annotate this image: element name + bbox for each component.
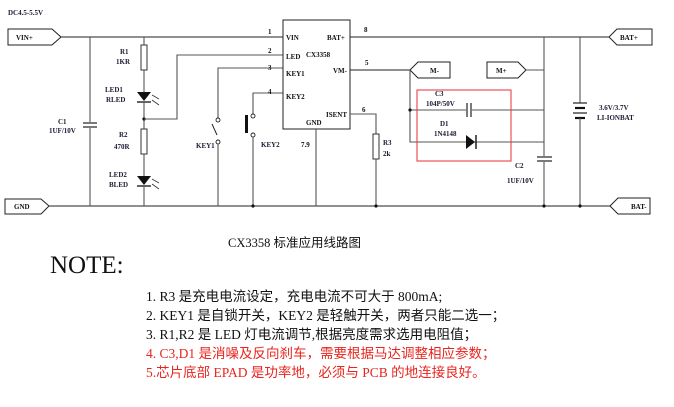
port-m-plus: M+: [486, 61, 527, 79]
capacitor-c3: C3 104P/50V: [426, 90, 472, 117]
key2-ref: KEY2: [261, 141, 280, 149]
highlight-box: [416, 89, 512, 162]
r3-value: 2k: [383, 150, 391, 158]
capacitor-c1: C1 1UF/10V: [49, 37, 97, 206]
pin-2-name: LED: [286, 53, 300, 61]
port-bat-plus-label: BAT+: [620, 34, 638, 42]
led1-value: RLED: [106, 96, 125, 104]
capacitor-c2: C2 1UF/10V: [507, 156, 552, 185]
c1-value: 1UF/10V: [49, 127, 76, 135]
d1-value: 1N4148: [434, 130, 457, 138]
pin-2-number: 2: [268, 47, 272, 55]
key1-ref: KEY1: [196, 142, 215, 150]
resistor-r2: [140, 128, 148, 155]
led1-ref: LED1: [105, 86, 123, 94]
led1-symbol: [137, 92, 151, 101]
pin-5-number: 5: [365, 59, 369, 67]
pin-gnd-number: 7.9: [301, 141, 310, 149]
port-bat-minus-label: BAT-: [631, 203, 647, 211]
resistor-r3: R3 2k: [350, 113, 392, 208]
switch-key1: KEY1: [196, 67, 283, 206]
note-title: NOTE:: [50, 252, 124, 279]
port-vin-label: VIN+: [16, 34, 33, 42]
supply-voltage-label: DC4.5-5.5V: [8, 9, 43, 17]
battery: 3.6V/3.7V LI-IONBAT: [573, 37, 634, 208]
note-line-5: 5.芯片底部 EPAD 是功率地，必须与 PCB 的地连接良好。: [146, 365, 486, 380]
note-line-1: 1. R3 是充电电流设定，充电电流不可大于 800mA;: [146, 289, 443, 304]
switch-key2: KEY2: [245, 92, 283, 208]
c3-ref: C3: [435, 90, 444, 98]
pin-4-number: 4: [268, 88, 272, 96]
pin-8-name: BAT+: [327, 34, 345, 42]
r1-ref: R1: [120, 48, 129, 56]
note-line-2: 2. KEY1 是自锁开关，KEY2 是轻触开关，两者只能二选一；: [146, 308, 506, 323]
note-line-4: 4. C3,D1 是消噪及反向刹车，需要根据马达调整相应参数；: [146, 346, 496, 361]
resistor-r1: [140, 44, 148, 71]
schematic-diagram: DC4.5-5.5V VIN+ GND C1 1UF/10V R1 1KR LE…: [4, 9, 653, 215]
led2-ref: LED2: [109, 171, 127, 179]
battery-voltage: 3.6V/3.7V: [599, 104, 629, 112]
pin-5-name: VM-: [333, 67, 348, 75]
port-gnd: GND: [4, 198, 50, 215]
c2-value: 1UF/10V: [507, 177, 534, 185]
pin-3-name: KEY1: [286, 70, 305, 78]
diode-d1: D1 1N4148: [434, 120, 477, 149]
pin-6-number: 6: [362, 106, 366, 114]
port-bat-minus: BAT-: [609, 197, 651, 215]
c1-ref: C1: [58, 118, 67, 126]
ic-cx3358: CX3358 1 VIN 2 LED 3 KEY1 4 KEY2 8 BAT+ …: [268, 19, 369, 149]
led2-symbol: [137, 176, 151, 185]
c3-value: 104P/50V: [426, 100, 455, 108]
r3-ref: R3: [383, 139, 392, 147]
battery-type: LI-IONBAT: [597, 114, 634, 122]
r2-ref: R2: [119, 131, 128, 139]
led2-value: BLED: [109, 181, 128, 189]
port-gnd-label: GND: [14, 203, 30, 211]
r1-value: 1KR: [116, 58, 131, 66]
ic-name: CX3358: [306, 51, 331, 59]
pin-4-name: KEY2: [286, 93, 305, 101]
port-m-minus-label: M-: [430, 67, 440, 75]
port-m-plus-label: M+: [496, 67, 507, 75]
pin-6-name: ISENT: [326, 111, 347, 119]
pin-gnd-name: GND: [306, 119, 322, 127]
pin-8-number: 8: [364, 26, 368, 34]
port-vin: VIN+: [7, 28, 62, 46]
r2-value: 470R: [114, 143, 131, 151]
note-list: 1. R3 是充电电流设定，充电电流不可大于 800mA; 2. KEY1 是自…: [146, 287, 505, 382]
pin-3-number: 3: [268, 64, 272, 72]
led-branch: R1 1KR LED1 RLED R2 470R LED2 BLED: [105, 37, 283, 206]
note-line-3: 3. R1,R2 是 LED 灯电流调节,根据亮度需求选用电阻值；: [146, 327, 478, 342]
pin-1-name: VIN: [286, 34, 299, 42]
port-bat-plus: BAT+: [608, 28, 653, 46]
pin-1-number: 1: [268, 28, 272, 36]
d1-ref: D1: [440, 120, 449, 128]
diagram-caption: CX3358 标准应用线路图: [228, 236, 361, 250]
c2-ref: C2: [515, 162, 524, 170]
port-m-minus: M-: [409, 61, 451, 79]
